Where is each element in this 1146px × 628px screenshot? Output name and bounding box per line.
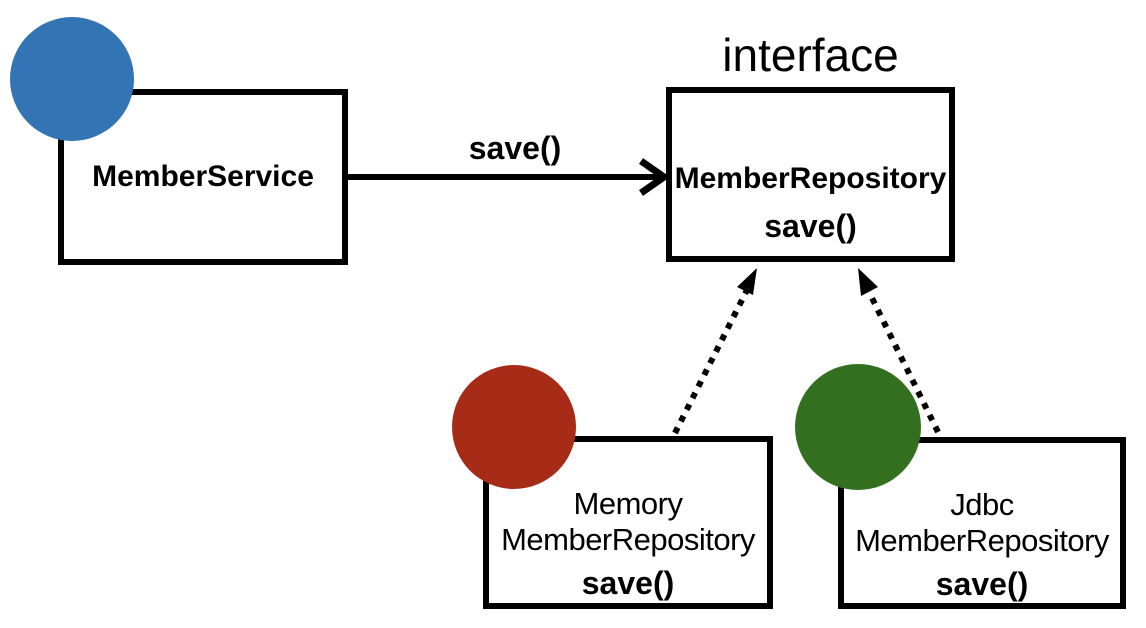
memory-member-repository-method: save() <box>581 565 675 601</box>
jdbc-member-repository-name-line1: Jdbc <box>950 487 1014 522</box>
jdbc-member-repository-name-line2: MemberRepository <box>855 523 1109 558</box>
jdbc-member-repository-method: save() <box>935 566 1029 602</box>
dependency-arrow-label: save() <box>468 130 562 166</box>
member-service-name: MemberService <box>92 160 314 193</box>
jdbc-realization-dotted-line <box>866 290 941 434</box>
member-repository-method: save() <box>764 208 857 244</box>
node-member-repository: MemberRepository save() <box>666 87 955 262</box>
dependency-arrowhead-icon <box>639 158 671 196</box>
memory-member-repository-name-line2: MemberRepository <box>501 522 755 557</box>
node-memory-member-repository: Memory MemberRepository save() <box>483 436 773 609</box>
node-member-service: MemberService <box>58 89 348 265</box>
node-jdbc-member-repository: Jdbc MemberRepository save() <box>838 437 1126 609</box>
interface-caption: interface <box>722 29 899 81</box>
member-repository-name: MemberRepository <box>674 162 947 195</box>
jdbc-realization-arrowhead-icon <box>858 268 878 296</box>
memory-realization-arrowhead-icon <box>737 268 757 295</box>
memory-realization-dotted-line <box>672 288 750 435</box>
memory-member-repository-name-line1: Memory <box>573 486 683 521</box>
